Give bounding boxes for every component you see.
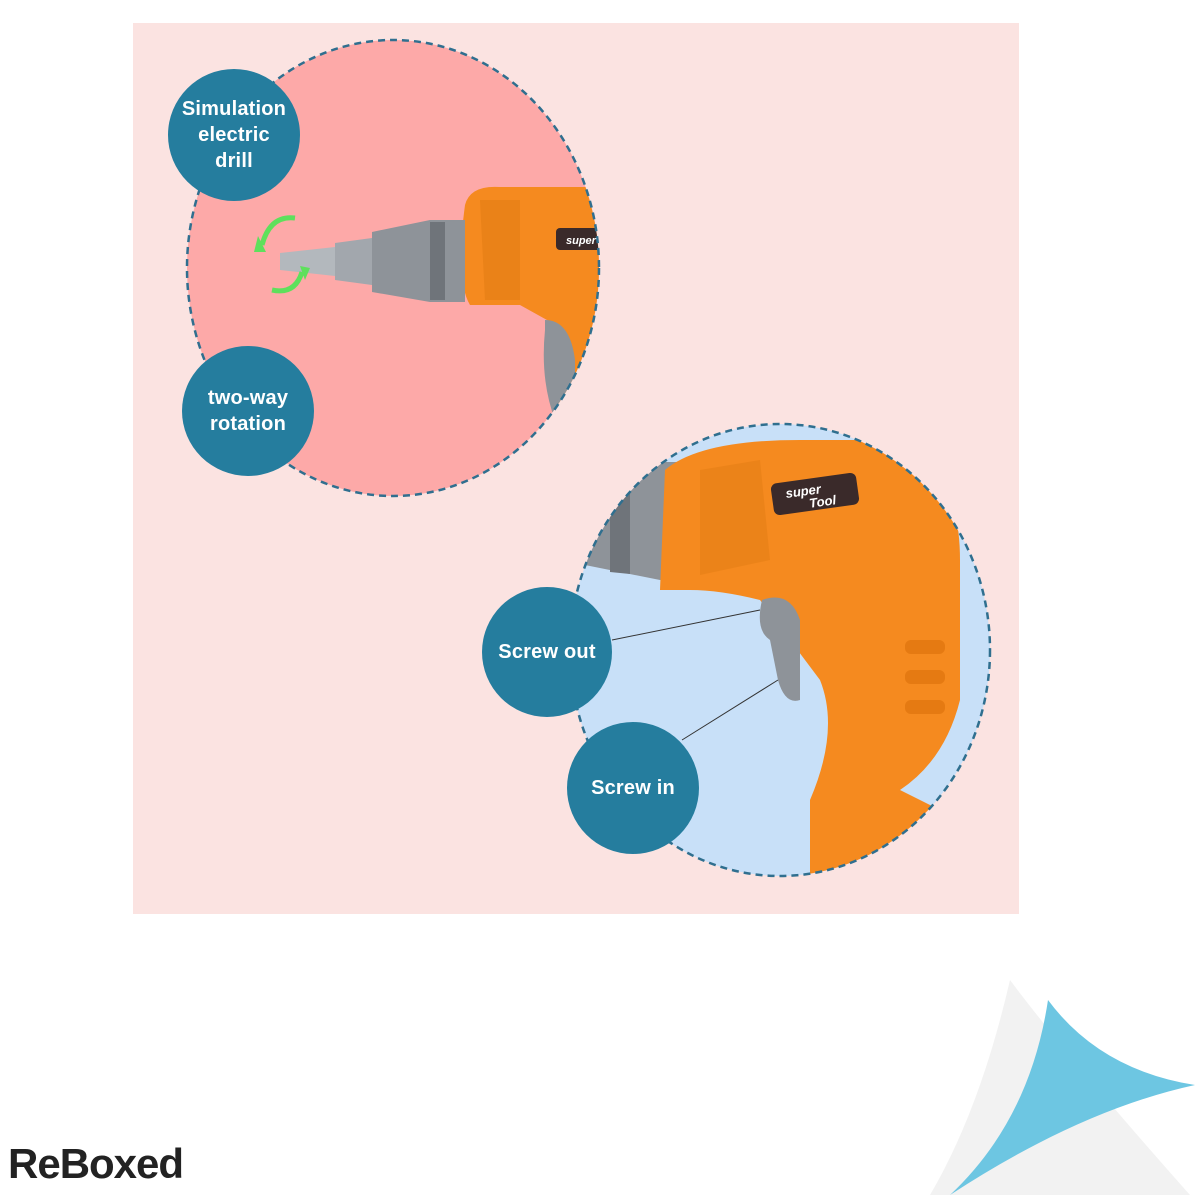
drill-side-view (570, 440, 960, 876)
page-curl-decoration (930, 980, 1195, 1195)
drill-logo-text-line1: super (785, 481, 823, 501)
drill-logo-text-top: super (566, 235, 597, 247)
callout-screw-out: Screw out (482, 587, 612, 717)
drill-front-view (254, 186, 599, 420)
drill-logo-text-line2: Tool (808, 492, 837, 511)
callout-screw-in: Screw in (567, 722, 699, 854)
callout-two-way-rotation: two-way rotation (182, 346, 314, 476)
brand-logo: ReBoxed (8, 1140, 184, 1187)
callout-simulation-electric-drill: Simulation electric drill (168, 69, 300, 201)
